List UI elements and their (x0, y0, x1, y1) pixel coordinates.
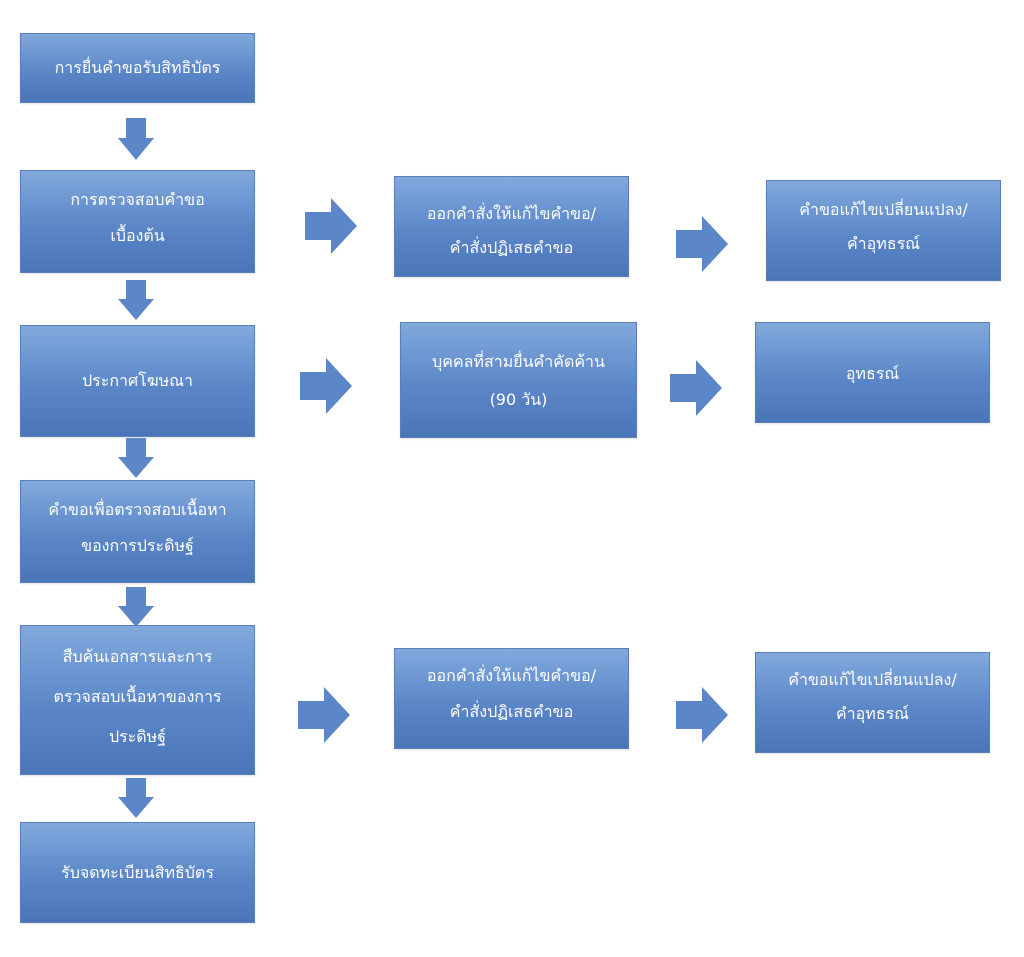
node-amendment-request-1-line1: คำขอแก้ไขเปลี่ยนแปลง/ (799, 200, 968, 219)
node-amendment-request-2-line2: คำอุทธรณ์ (835, 704, 910, 723)
node-filing: การยื่นคำขอรับสิทธิบัตร (20, 33, 255, 103)
arrow-right-icon (298, 687, 350, 743)
arrow-right-icon (676, 687, 728, 743)
node-appeal-label: อุทธรณ์ (845, 364, 900, 383)
node-filing-label: การยื่นคำขอรับสิทธิบัตร (54, 58, 221, 77)
node-amendment-request-2-line1: คำขอแก้ไขเปลี่ยนแปลง/ (788, 670, 957, 689)
node-opposition-line1: บุคคลที่สามยื่นคำคัดค้าน (432, 352, 605, 371)
node-registration: รับจดทะเบียนสิทธิบัตร (20, 822, 255, 923)
node-search-exam-line2: ตรวจสอบเนื้อหาของการ (53, 687, 222, 706)
node-amendment-order-2-line2: คำสั่งปฏิเสธคำขอ (449, 702, 574, 721)
node-search-exam-line1: สืบค้นเอกสารและการ (62, 647, 213, 666)
node-amendment-order-2: ออกคำสั่งให้แก้ไขคำขอ/ คำสั่งปฏิเสธคำขอ (394, 648, 629, 749)
node-preliminary-examination-line2: เบื้องต้น (110, 226, 165, 245)
arrow-down-icon (118, 438, 154, 478)
arrow-right-icon (670, 360, 722, 416)
node-third-party-opposition: บุคคลที่สามยื่นคำคัดค้าน (90 วัน) (400, 322, 637, 438)
node-substantive-exam-request: คำขอเพื่อตรวจสอบเนื้อหา ของการประดิษฐ์ (20, 480, 255, 583)
node-amendment-order-1-line2: คำสั่งปฏิเสธคำขอ (449, 238, 574, 257)
node-appeal: อุทธรณ์ (755, 322, 990, 423)
node-amendment-request-2: คำขอแก้ไขเปลี่ยนแปลง/ คำอุทธรณ์ (755, 652, 990, 753)
node-amendment-request-1-line2: คำอุทธรณ์ (846, 234, 921, 253)
arrow-right-icon (676, 216, 728, 272)
node-amendment-order-2-line1: ออกคำสั่งให้แก้ไขคำขอ/ (426, 666, 597, 685)
node-substantive-exam-request-line1: คำขอเพื่อตรวจสอบเนื้อหา (48, 500, 227, 519)
arrow-down-icon (118, 280, 154, 320)
arrow-down-icon (118, 118, 154, 160)
arrow-right-icon (305, 198, 357, 254)
node-publication-label: ประกาศโฆษณา (81, 371, 193, 390)
node-preliminary-examination: การตรวจสอบคำขอ เบื้องต้น (20, 170, 255, 273)
node-search-exam-line3: ประดิษฐ์ (108, 727, 167, 746)
node-opposition-line2: (90 วัน) (489, 390, 548, 409)
node-preliminary-examination-line1: การตรวจสอบคำขอ (70, 190, 205, 209)
node-substantive-exam-request-line2: ของการประดิษฐ์ (81, 536, 194, 555)
node-amendment-order-1: ออกคำสั่งให้แก้ไขคำขอ/ คำสั่งปฏิเสธคำขอ (394, 176, 629, 277)
node-search-and-substantive-exam: สืบค้นเอกสารและการ ตรวจสอบเนื้อหาของการ … (20, 625, 255, 775)
node-amendment-order-1-line1: ออกคำสั่งให้แก้ไขคำขอ/ (426, 204, 597, 223)
node-publication: ประกาศโฆษณา (20, 325, 255, 437)
arrow-down-icon (118, 587, 154, 627)
arrow-down-icon (118, 778, 154, 818)
node-registration-label: รับจดทะเบียนสิทธิบัตร (61, 862, 214, 882)
node-amendment-request-1: คำขอแก้ไขเปลี่ยนแปลง/ คำอุทธรณ์ (766, 180, 1001, 281)
arrow-right-icon (300, 358, 352, 414)
